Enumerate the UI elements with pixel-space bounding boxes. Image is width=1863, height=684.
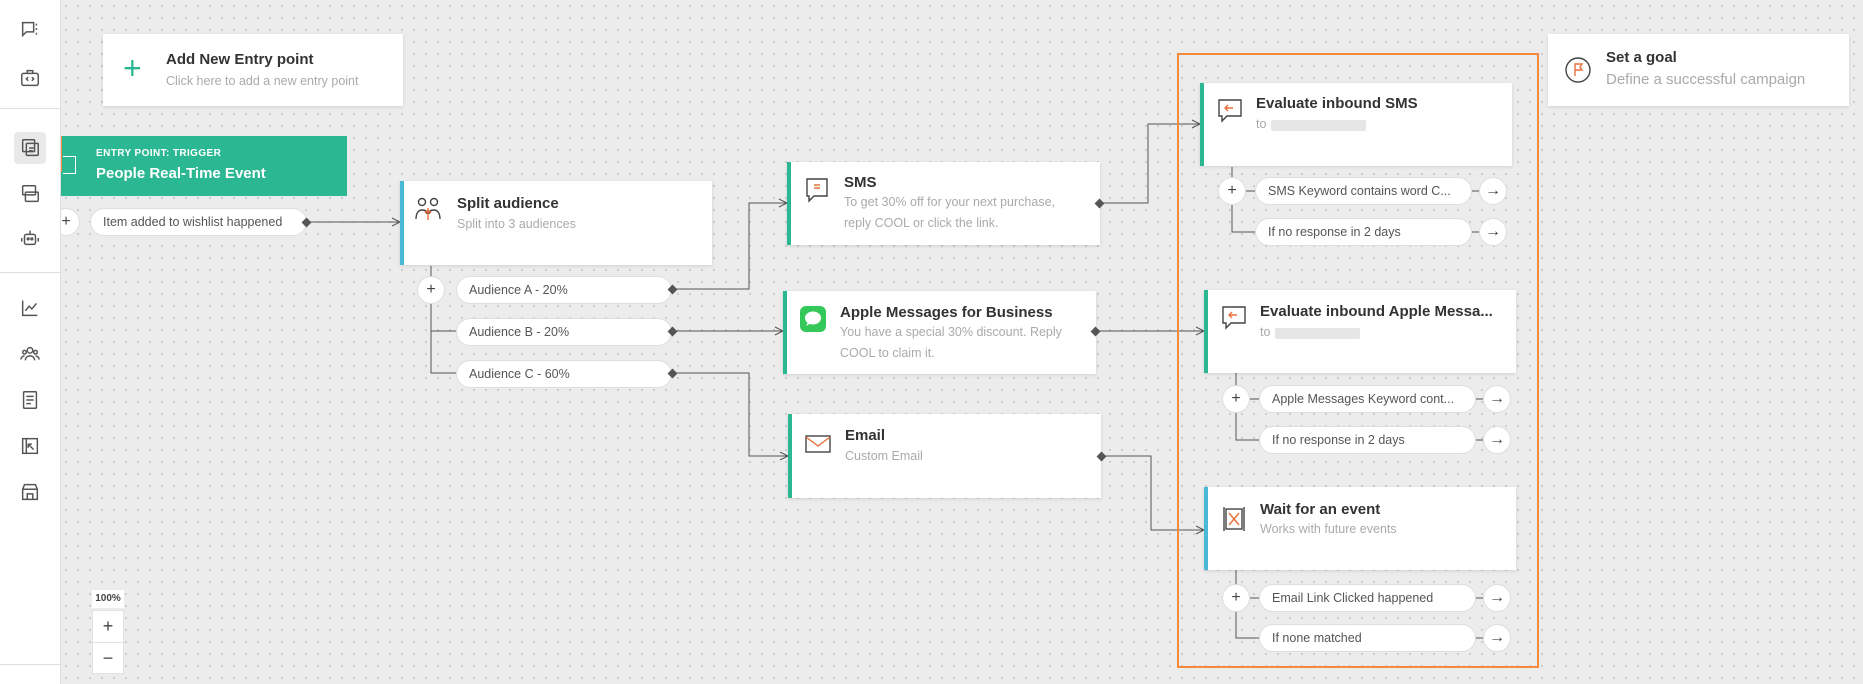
people-icon[interactable] (14, 338, 46, 370)
zoom-level: 100% (92, 590, 124, 608)
journeys-icon[interactable] (14, 132, 46, 164)
left-sidebar (0, 0, 61, 684)
wait-subtitle: Works with future events (1260, 522, 1397, 536)
trigger-branch-icon (63, 156, 76, 174)
zoom-controls: + − (92, 610, 124, 674)
evaluate-sms-to: to (1256, 117, 1267, 131)
store-icon[interactable] (14, 476, 46, 508)
evaluate-sms-add-button[interactable]: + (1218, 177, 1246, 205)
plus-icon: + (123, 50, 142, 86)
email-link-clicked-arrow-button[interactable]: → (1483, 584, 1511, 612)
evaluate-sms-title: Evaluate inbound SMS (1256, 95, 1418, 112)
sms-no-response-arrow-button[interactable]: → (1479, 218, 1507, 246)
content-icon[interactable] (14, 384, 46, 416)
redacted-recipient (1271, 120, 1366, 131)
email-card[interactable]: Email Custom Email (788, 414, 1101, 498)
evaluate-apple-messages-to: to (1260, 325, 1271, 339)
split-add-button[interactable]: + (417, 276, 445, 304)
set-goal-card[interactable]: Set a goal Define a successful campaign (1548, 34, 1849, 106)
sms-body: To get 30% off for your next purchase, r… (844, 195, 1056, 230)
sms-no-response-branch-pill[interactable]: If no response in 2 days (1255, 218, 1472, 246)
add-entry-point-title: Add New Entry point (166, 51, 314, 68)
wait-title: Wait for an event (1260, 501, 1381, 518)
evaluate-sms-card[interactable]: Evaluate inbound SMS to (1200, 83, 1512, 166)
sms-card[interactable]: SMS To get 30% off for your next purchas… (787, 162, 1100, 245)
chat-list-icon[interactable] (14, 14, 46, 46)
trigger-title: People Real-Time Event (96, 165, 266, 182)
wait-event-icon (1220, 505, 1248, 533)
apple-messages-title: Apple Messages for Business (840, 304, 1053, 321)
messages-icon[interactable] (14, 178, 46, 210)
evaluate-inbound-icon (1216, 97, 1244, 125)
evaluate-apple-messages-title: Evaluate inbound Apple Messa... (1260, 303, 1493, 320)
flag-icon (1564, 56, 1592, 84)
zoom-in-button[interactable]: + (93, 611, 123, 643)
email-title: Email (845, 427, 886, 444)
code-briefcase-icon[interactable] (14, 62, 46, 94)
apple-no-response-arrow-button[interactable]: → (1483, 426, 1511, 454)
split-audience-card[interactable]: Split audience Split into 3 audiences (400, 181, 712, 265)
email-envelope-icon (804, 430, 832, 458)
apple-messages-card[interactable]: Apple Messages for Business You have a s… (783, 291, 1096, 374)
goal-title: Set a goal (1606, 49, 1677, 66)
redacted-recipient (1275, 328, 1360, 339)
none-matched-branch-pill[interactable]: If none matched (1259, 624, 1476, 652)
apple-keyword-arrow-button[interactable]: → (1483, 385, 1511, 413)
sms-keyword-branch-pill[interactable]: SMS Keyword contains word C... (1255, 177, 1472, 205)
none-matched-arrow-button[interactable]: → (1483, 624, 1511, 652)
audience-c-pill[interactable]: Audience C - 60% (456, 360, 672, 388)
sms-title: SMS (844, 174, 877, 191)
sms-bubble-icon (803, 176, 831, 204)
audience-b-pill[interactable]: Audience B - 20% (456, 318, 672, 346)
wait-for-event-card[interactable]: Wait for an event Works with future even… (1204, 487, 1516, 570)
wait-add-button[interactable]: + (1222, 584, 1250, 612)
evaluate-apple-messages-add-button[interactable]: + (1222, 385, 1250, 413)
apple-keyword-branch-pill[interactable]: Apple Messages Keyword cont... (1259, 385, 1476, 413)
trigger-kicker: ENTRY POINT: TRIGGER (96, 148, 222, 159)
evaluate-apple-messages-card[interactable]: Evaluate inbound Apple Messa... to (1204, 290, 1516, 373)
split-subtitle: Split into 3 audiences (457, 217, 576, 231)
trigger-condition-pill[interactable]: Item added to wishlist happened (90, 208, 307, 236)
bot-icon[interactable] (14, 222, 46, 254)
split-people-icon (414, 195, 442, 223)
email-link-clicked-branch-pill[interactable]: Email Link Clicked happened (1259, 584, 1476, 612)
apple-no-response-branch-pill[interactable]: If no response in 2 days (1259, 426, 1476, 454)
goal-subtitle: Define a successful campaign (1606, 71, 1806, 88)
add-entry-point-card[interactable]: + Add New Entry point Click here to add … (103, 34, 403, 106)
zoom-out-button[interactable]: − (102, 648, 114, 668)
audience-a-pill[interactable]: Audience A - 20% (456, 276, 672, 304)
apple-messages-body: You have a special 30% discount. Reply C… (840, 325, 1062, 360)
evaluate-inbound-icon (1220, 304, 1248, 332)
email-body: Custom Email (845, 449, 923, 463)
apple-messages-icon (799, 305, 827, 333)
sms-keyword-arrow-button[interactable]: → (1479, 177, 1507, 205)
split-title: Split audience (457, 195, 559, 212)
analytics-icon[interactable] (14, 292, 46, 324)
catalog-icon[interactable] (14, 430, 46, 462)
entry-point-trigger[interactable]: ENTRY POINT: TRIGGER People Real-Time Ev… (60, 136, 347, 196)
add-entry-point-subtitle: Click here to add a new entry point (166, 74, 359, 88)
